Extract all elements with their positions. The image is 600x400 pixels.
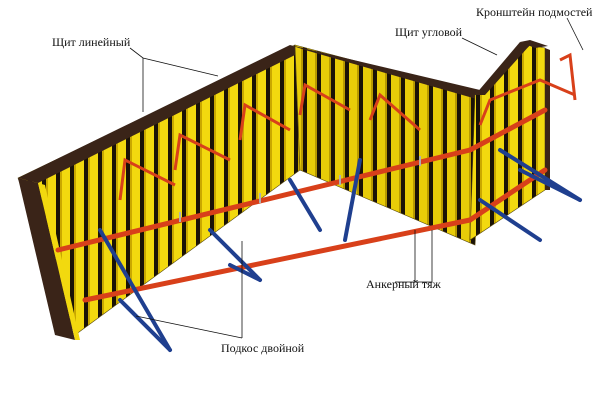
scaffold-bracket-label: Кронштейн подмостей [476, 5, 593, 19]
leader-lines [129, 17, 584, 339]
double-brace-label: Подкос двойной [221, 341, 305, 355]
linear-panel-wall [17, 44, 305, 340]
anchor-tie-label: Анкерный тяж [366, 277, 441, 291]
back-panel-wall [290, 44, 486, 246]
corner-panel-label: Щит угловой [395, 25, 463, 39]
double-braces [98, 148, 582, 352]
scaffold-brackets [118, 52, 577, 201]
linear-panel-label: Щит линейный [52, 35, 131, 49]
anchor-ties [179, 156, 421, 222]
